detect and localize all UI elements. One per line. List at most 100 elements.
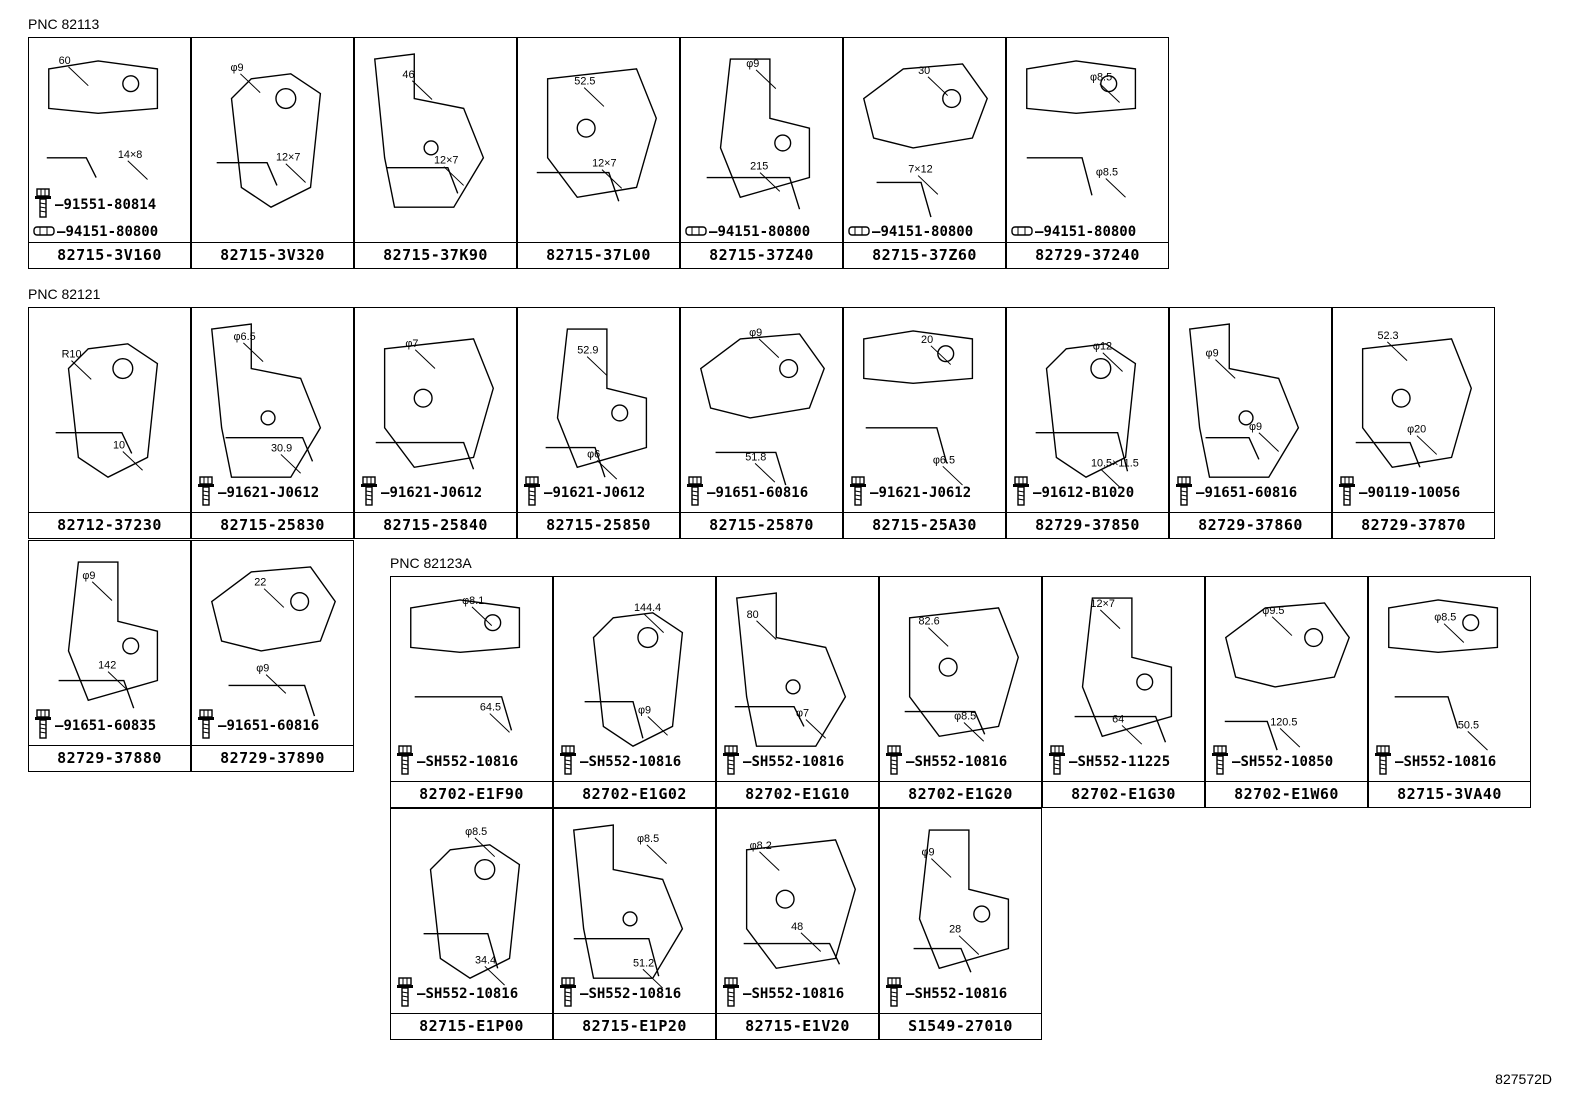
leader-dash: — [709,224,718,240]
bracket-outline [429,844,521,979]
bracket-drawing: φ8.534.4 [423,826,521,986]
bracket-drawing: φ8.248 [743,839,857,970]
leader-line [71,360,92,380]
leader-line [1443,623,1465,643]
section-label-82121: PNC 82121 [28,286,101,302]
bracket-outline [862,63,988,149]
bolt-icon [685,476,707,510]
bolt-icon [1174,476,1196,510]
part-number: 82729-37890 [192,745,353,771]
bolt-icon [884,745,906,779]
part-number: 82702-E1G20 [880,781,1041,807]
dimension-label: 120.5 [1270,716,1297,728]
hardware-callout: —94151-80800 [33,224,158,240]
hardware-part-number: 91651-60816 [1204,485,1298,501]
hardware-callout: —SH552-10816 [395,977,518,1011]
section-label-82123a: PNC 82123A [390,555,472,571]
bracket-side-view [743,942,841,965]
part-number: 82715-3V320 [192,242,353,268]
leader-line [1258,432,1279,452]
bracket-drawing: 52.9φ6 [545,328,648,480]
bracket-outline [745,839,857,970]
hardware-callout: —SH552-10816 [884,977,1007,1011]
bracket-side-view [58,679,135,709]
leader-line [285,163,306,183]
bracket-side-view [904,710,986,735]
bolt-icon [1337,476,1359,510]
hardware-part-number: 94151-80800 [717,224,811,240]
hardware-callout: —SH552-10816 [721,745,844,779]
dimension-label: φ7 [405,338,418,350]
dimension-label: φ8.5 [1090,72,1112,84]
leader-line [107,671,129,691]
leader-line [127,160,148,180]
dimension-label: 30 [918,65,930,77]
dimension-label: 82.6 [919,616,940,628]
part-number: 82715-25830 [192,512,353,538]
hardware-callout: —94151-80800 [848,224,973,240]
leader-line [942,465,963,486]
leader-dash: — [1395,754,1404,770]
bracket-drawing: 82.6φ8.5 [904,607,1020,742]
leader-line [800,932,822,952]
dimension-label: 22 [254,577,266,589]
bracket-outline [1026,60,1137,115]
bracket-outline [1045,343,1137,478]
leader-line [122,451,143,471]
hardware-callout: —SH552-10816 [884,745,1007,779]
bracket-side-view [706,176,801,210]
bracket-outline [48,60,159,115]
hardware-callout: —91621-J0612 [522,476,645,510]
dimension-label: φ6 [587,448,600,460]
leader-line [1099,83,1120,103]
bracket-side-view [55,432,133,454]
bracket-side-view [734,705,805,727]
part-number: 82702-E1G10 [717,781,878,807]
dimension-label: φ8.5 [637,833,659,845]
bracket-outline [230,73,322,208]
leader-line [474,837,496,858]
bolt-icon [33,188,55,222]
bracket-outline [1224,602,1350,688]
hardware-callout: —91621-J0612 [359,476,482,510]
bracket-outline [918,829,1010,970]
part-number: 82702-E1W60 [1206,781,1367,807]
dimension-label: 34.4 [475,954,496,966]
nut-icon [1011,224,1035,240]
leader-line [643,613,664,633]
leader-line [805,719,826,739]
dimension-label: φ9 [1206,348,1219,360]
leader-line [586,356,608,376]
bracket-drawing: φ8.164.5 [410,595,521,733]
bracket-side-view [865,427,948,464]
hardware-part-number: 94151-80800 [880,224,974,240]
dimension-label: 64 [1112,713,1124,725]
leader-line [601,169,623,189]
dimension-label: φ8.1 [462,595,484,607]
leader-line [68,66,89,87]
leader-dash: — [1035,224,1044,240]
hardware-part-number: 91651-60835 [63,718,157,734]
bracket-side-view [584,701,644,739]
leader-dash: — [1033,485,1042,501]
hardware-callout: —91621-J0612 [196,476,319,510]
hardware-part-number: SH552-10816 [751,754,845,770]
leader-line [1386,341,1408,361]
part-number: 82715-25840 [355,512,516,538]
bracket-outline [67,343,159,478]
bolt-icon [359,476,381,510]
